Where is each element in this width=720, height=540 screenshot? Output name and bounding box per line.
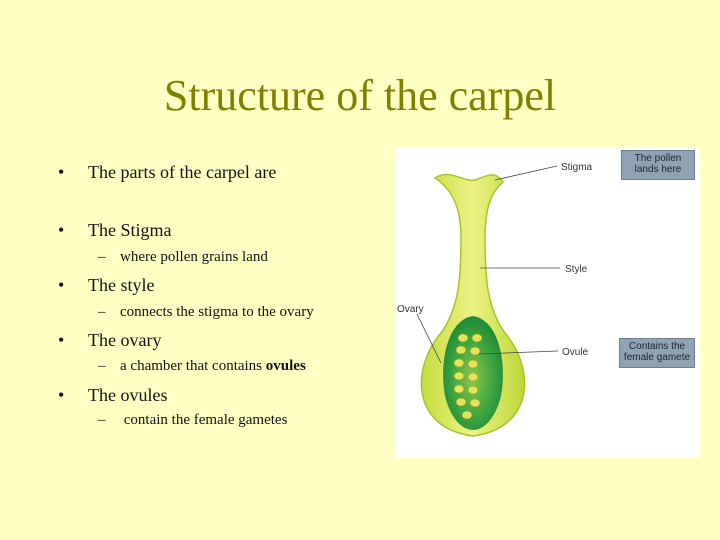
sub-bullet-item: – contain the female gametes (98, 412, 287, 429)
sub-bullet-text: where pollen grains land (120, 249, 268, 265)
bullet-text: The ovary (88, 330, 162, 350)
sub-bullet-text: contain the female gametes (120, 412, 288, 428)
leader-lines (416, 165, 560, 364)
carpel-illustration: Stigma Style Ovary Ovule (397, 162, 593, 437)
carpel-diagram: Stigma Style Ovary Ovule The pollen land… (395, 148, 700, 458)
bullet-item: • The style (58, 275, 154, 296)
pollen-callout-line: lands here (634, 164, 682, 175)
bullet-symbol: • (58, 385, 65, 405)
ovule (467, 372, 479, 382)
ovule (469, 398, 481, 408)
ovule (453, 358, 465, 368)
gamete-callout: Contains the female gamete (619, 338, 695, 368)
stigma-label: Stigma (561, 162, 593, 173)
gamete-callout-line: Contains the (628, 341, 686, 352)
bullet-symbol: • (58, 275, 65, 295)
ovule (453, 384, 465, 394)
bullet-item: • The ovary (58, 330, 161, 351)
pollen-callout: The pollen lands here (621, 150, 695, 180)
sub-bullet-item: –a chamber that contains ovules (98, 358, 306, 375)
bullet-text: The Stigma (88, 220, 172, 240)
ovule-label: Ovule (562, 347, 589, 358)
sub-bullet-symbol: – (98, 358, 106, 374)
sub-bullet-item: –connects the stigma to the ovary (98, 304, 314, 321)
ovule-leader-line (478, 350, 559, 355)
ovules (453, 333, 483, 420)
pollen-callout-line: The pollen (634, 153, 682, 164)
bullet-item: • The Stigma (58, 220, 172, 241)
ovary-leader-line (416, 313, 442, 364)
bullet-symbol: • (58, 162, 65, 182)
ovule (461, 410, 473, 420)
bullet-item: • The parts of the carpel are (58, 162, 276, 183)
ovule (471, 333, 483, 343)
slide-title: Structure of the carpel (163, 71, 557, 120)
sub-bullet-text: a chamber that contains (120, 358, 266, 374)
stigma-leader-line (494, 165, 558, 181)
ovule (455, 397, 467, 407)
sub-bullet-text: connects the stigma to the ovary (120, 304, 314, 320)
ovule (467, 385, 479, 395)
ovule (457, 333, 469, 343)
bullet-text: The style (88, 275, 155, 295)
bullet-symbol: • (58, 330, 65, 350)
bullet-item: • The ovules (58, 385, 167, 406)
bullet-text: The ovules (88, 385, 168, 405)
gamete-callout-line: female gamete (623, 352, 691, 363)
bullet-text: The parts of the carpel are (88, 162, 277, 182)
ovule (467, 359, 479, 369)
sub-bullet-symbol: – (98, 304, 106, 320)
bullet-symbol: • (58, 220, 65, 240)
sub-bullet-symbol: – (98, 412, 106, 428)
style-label: Style (565, 264, 588, 275)
ovule (453, 371, 465, 381)
ovule (455, 345, 467, 355)
ovule (469, 346, 481, 356)
sub-bullet-symbol: – (98, 249, 106, 265)
ovary-label: Ovary (397, 304, 424, 315)
sub-bullet-bold-text: ovules (265, 358, 306, 374)
sub-bullet-item: –where pollen grains land (98, 249, 268, 266)
